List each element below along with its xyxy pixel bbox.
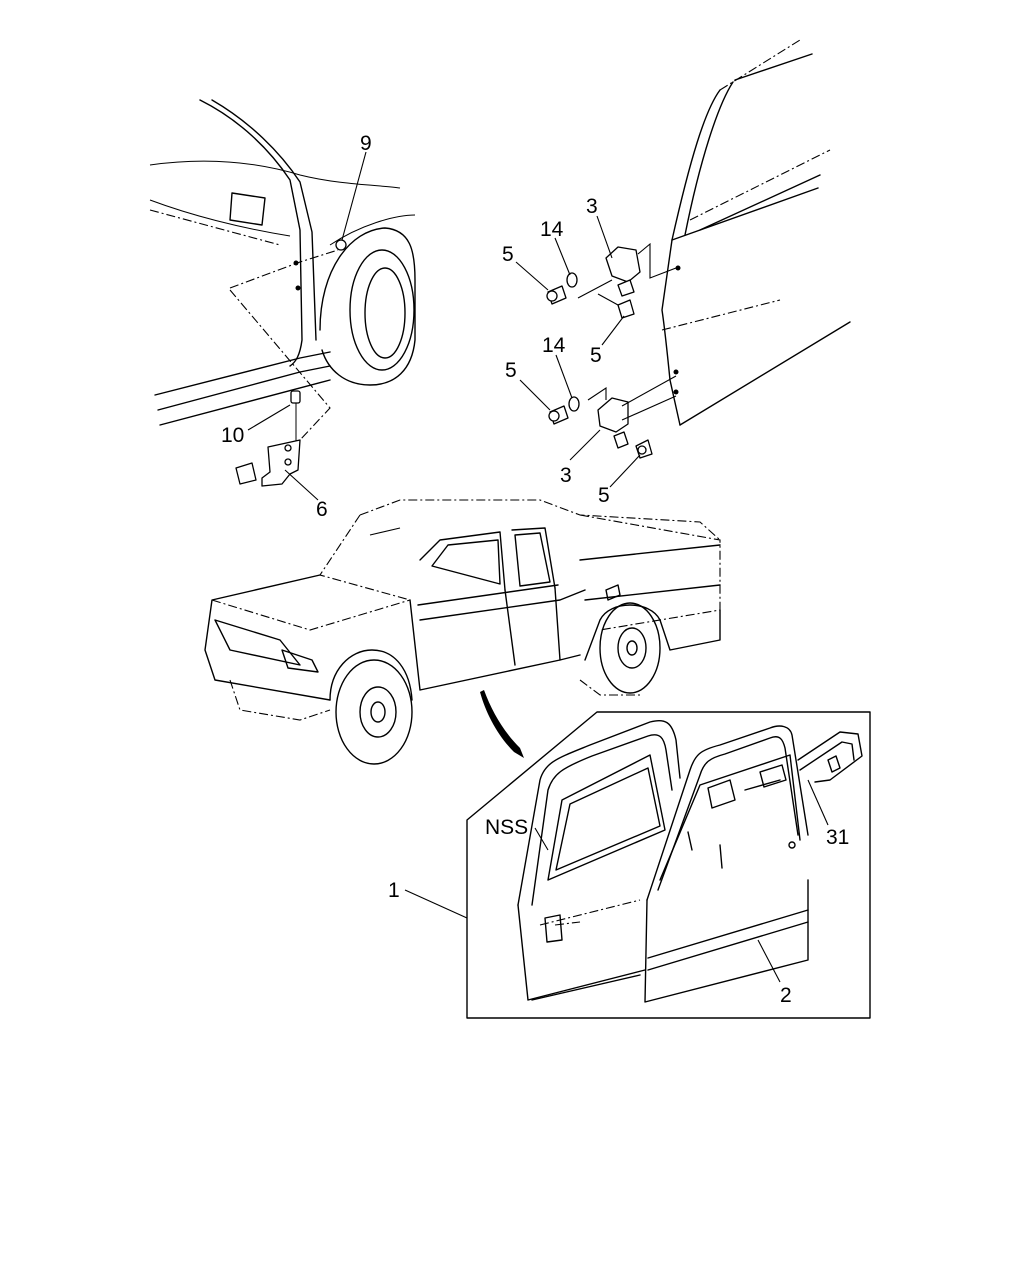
front-fender-view <box>149 99 416 441</box>
callout-9: 9 <box>360 132 372 155</box>
leader-lines <box>247 151 829 983</box>
callout-nss: NSS <box>485 816 528 839</box>
callout-5-top-right: 5 <box>590 344 602 367</box>
callout-14-top: 14 <box>540 218 564 241</box>
callout-5-bottom-right: 5 <box>598 484 610 507</box>
callout-2: 2 <box>780 984 792 1007</box>
callout-3-bottom: 3 <box>560 464 572 487</box>
callout-labels: 9 14 3 5 5 14 5 3 5 10 6 NSS 31 1 2 <box>221 132 849 1007</box>
callout-1: 1 <box>388 879 400 902</box>
callout-14-bottom: 14 <box>542 334 566 357</box>
door-shell-inset <box>466 711 871 1019</box>
door-hinge-view <box>546 39 851 459</box>
callout-31: 31 <box>826 826 849 849</box>
callout-3-top: 3 <box>586 195 598 218</box>
callout-6: 6 <box>316 498 328 521</box>
door-check-assembly <box>235 390 301 487</box>
pickup-truck <box>204 499 721 765</box>
callout-5-mid-left: 5 <box>505 359 517 382</box>
view-arrow-icon <box>480 690 524 758</box>
callout-10: 10 <box>221 424 244 447</box>
callout-5-top-left: 5 <box>502 243 514 266</box>
